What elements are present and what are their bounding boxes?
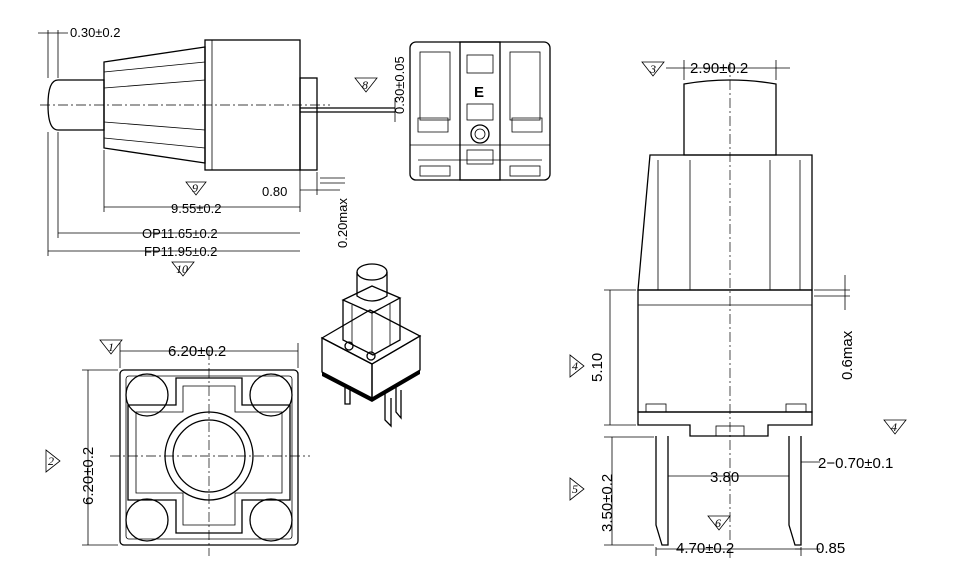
side-view: 0.30±0.2 0.30±0.05 8 9 9.55±0.2 0.80 0.2… xyxy=(38,25,407,277)
marker-2: 2 xyxy=(48,454,54,468)
dim-pin-thickness: 0.30±0.05 xyxy=(392,56,407,114)
marker-3: 3 xyxy=(649,62,656,76)
dim-pin-offset: 0.80 xyxy=(262,184,287,199)
dim-top-offset: 0.30±0.2 xyxy=(70,25,121,40)
marker-5: 5 xyxy=(572,482,578,496)
dim-pin-inner: 3.80 xyxy=(710,469,739,486)
logo-icon xyxy=(470,124,490,144)
top-view: 1 6.20±0.2 2 6.20±0.2 xyxy=(45,339,310,556)
dim-pin-length: 3.50±0.2 xyxy=(599,474,616,532)
rear-letter: E xyxy=(474,84,484,101)
dim-top-width: 6.20±0.2 xyxy=(168,343,226,360)
rear-view: E xyxy=(409,41,551,181)
marker-4-right: 4 xyxy=(891,420,897,434)
dim-body-height: 5.10 xyxy=(589,353,606,382)
dim-gap: 0.6max xyxy=(839,330,856,380)
dim-pin-end: 0.85 xyxy=(816,540,845,557)
dim-pin-width: 2−0.70±0.1 xyxy=(818,455,893,472)
dim-pin-gap: 0.20max xyxy=(335,198,350,248)
marker-6: 6 xyxy=(715,516,721,530)
dim-operating-position: OP11.65±0.2 xyxy=(142,226,218,241)
front-view: 3 2.90±0.2 4 5.10 0.6max 5 3.50±0.2 3.80… xyxy=(569,60,907,560)
marker-9: 9 xyxy=(192,181,198,195)
marker-1: 1 xyxy=(108,340,114,354)
marker-10: 10 xyxy=(176,262,188,276)
dim-pin-outer: 4.70±0.2 xyxy=(676,540,734,557)
dim-free-position: FP11.95±0.2 xyxy=(144,244,217,259)
marker-4-left: 4 xyxy=(572,359,578,373)
dim-body-length: 9.55±0.2 xyxy=(171,201,222,216)
dim-cap-width: 2.90±0.2 xyxy=(690,60,748,77)
dim-top-height: 6.20±0.2 xyxy=(80,447,97,505)
isometric-view xyxy=(320,263,422,428)
marker-8: 8 xyxy=(362,78,368,92)
